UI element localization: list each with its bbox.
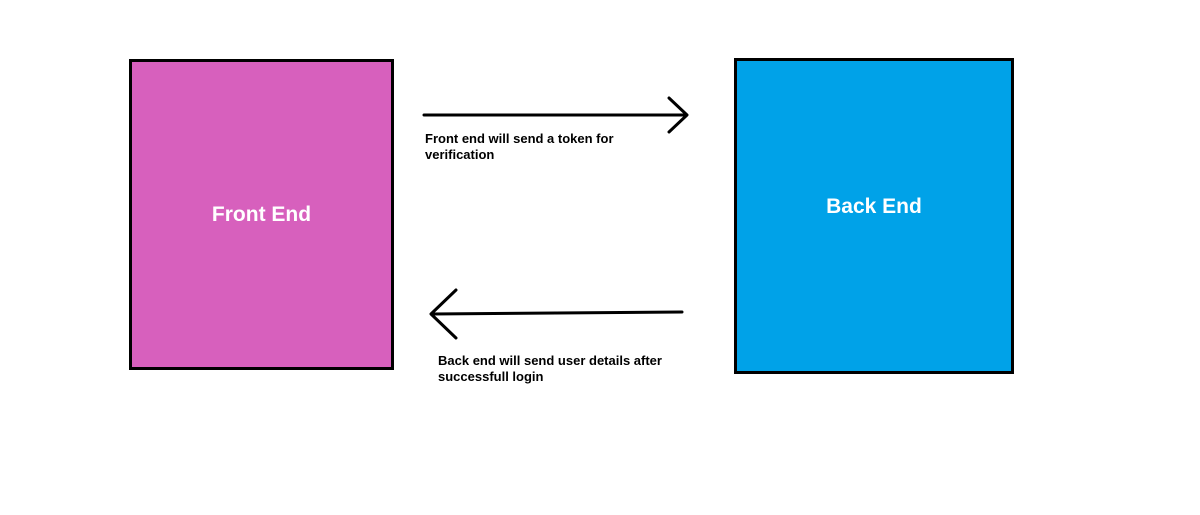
request-caption: Front end will send a token for verifica… (425, 131, 614, 163)
back-end-box: Back End (734, 58, 1014, 374)
response-caption-line: successfull login (438, 369, 544, 384)
response-caption-line: Back end will send user details after (438, 353, 662, 368)
front-end-label: Front End (211, 203, 312, 226)
response-caption: Back end will send user details after su… (438, 353, 662, 385)
front-end-box: Front End (129, 59, 394, 370)
back-end-label: Back End (826, 195, 922, 218)
response-arrow-shaft (430, 310, 684, 316)
request-arrow-head (667, 96, 689, 134)
request-caption-line: Front end will send a token for (425, 131, 614, 146)
response-arrow-head (429, 288, 458, 340)
request-caption-line: verification (425, 147, 495, 162)
request-arrow (422, 96, 689, 134)
response-arrow (429, 288, 684, 340)
